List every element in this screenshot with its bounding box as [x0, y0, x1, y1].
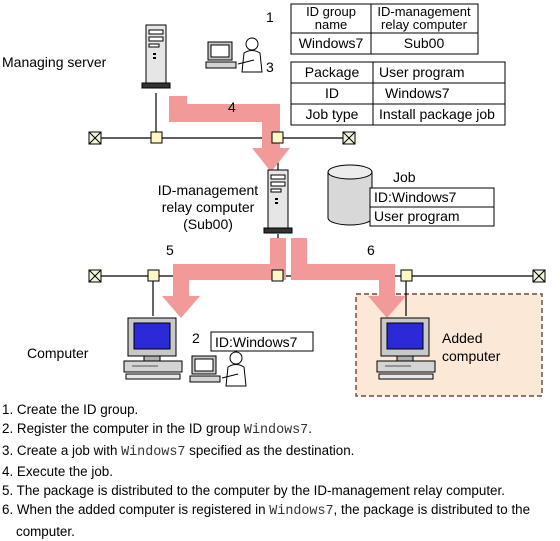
svg-text:ID group: ID group: [306, 4, 356, 19]
step-item: 2. Register the computer in the ID group…: [2, 421, 312, 439]
step-item: 1. Create the ID group.: [2, 402, 139, 417]
package-table: Package User program ID Windows7 Job typ…: [290, 61, 506, 126]
arrow-step5: [162, 238, 286, 318]
added-computer-label-1: Added: [442, 330, 482, 346]
relay-computer-icon: [263, 169, 293, 234]
computer-id-text: ID:Windows7: [215, 334, 298, 350]
network-node-icon: [150, 131, 163, 144]
computer-icon: [123, 317, 183, 380]
network-node-icon: [147, 269, 160, 282]
svg-text:relay computer: relay computer: [381, 17, 468, 32]
computer-id-box: [210, 331, 314, 352]
arrow-step4: [169, 96, 290, 172]
svg-text:ID-management: ID-management: [377, 4, 471, 19]
step-item: 3. Create a job with Windows7 specified …: [2, 442, 355, 460]
svg-text:User program: User program: [379, 64, 465, 80]
svg-text:ID: ID: [325, 85, 339, 101]
step-list: 1. Create the ID group. 2. Register the …: [2, 400, 558, 541]
svg-text:Package: Package: [305, 64, 360, 80]
svg-text:Install package job: Install package job: [379, 106, 495, 122]
step-item: 4. Execute the job.: [2, 463, 113, 479]
relay-label-line3: (Sub00): [183, 216, 233, 232]
administrator-user-icon: [205, 37, 263, 73]
svg-text:Job type: Job type: [306, 106, 359, 122]
terminator-icon: [88, 131, 102, 145]
network-node-icon: [271, 269, 284, 282]
terminator-icon: [532, 269, 546, 283]
managing-server-label: Managing server: [2, 54, 107, 70]
step-item: 6. When the added computer is registered…: [2, 502, 531, 539]
relay-label-line2: relay computer: [162, 199, 255, 215]
system-diagram: Managing server ID-management relay comp…: [2, 3, 546, 397]
computer-label: Computer: [27, 345, 89, 361]
added-computer-label-2: computer: [442, 348, 501, 364]
step-marker-1: 1: [266, 9, 274, 25]
arrow-step6: [291, 238, 406, 318]
step-marker-5: 5: [166, 242, 174, 258]
job-database-icon: [327, 164, 373, 226]
network-node-icon: [271, 131, 284, 144]
step-marker-2: 2: [192, 330, 200, 346]
svg-text:name: name: [315, 17, 348, 32]
job-box: ID:Windows7 User program: [369, 187, 495, 227]
terminator-icon: [342, 131, 356, 145]
step-marker-6: 6: [367, 242, 375, 258]
id-group-table: ID group name ID-management relay comput…: [290, 3, 479, 55]
job-program-text: User program: [374, 208, 460, 224]
added-computer-icon: [376, 317, 436, 380]
svg-text:Windows7: Windows7: [385, 85, 450, 101]
step-marker-4: 4: [228, 99, 236, 115]
step-marker-3: 3: [266, 59, 274, 75]
relay-label-line1: ID-management: [158, 182, 258, 198]
network-node-icon: [400, 269, 413, 282]
user-icon: [189, 351, 247, 387]
svg-text:Windows7: Windows7: [299, 35, 364, 51]
terminator-icon: [88, 269, 102, 283]
job-label: Job: [393, 169, 416, 185]
step-item: 5. The package is distributed to the com…: [2, 483, 505, 499]
job-id-text: ID:Windows7: [374, 189, 457, 205]
svg-text:Sub00: Sub00: [404, 35, 445, 51]
managing-server-icon: [141, 24, 171, 89]
